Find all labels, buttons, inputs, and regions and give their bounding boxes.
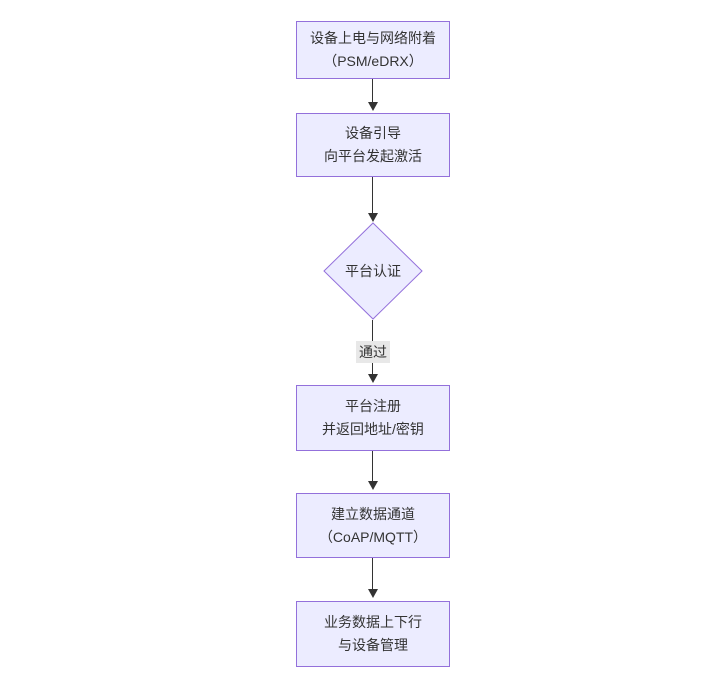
- decision-platform-auth: 平台认证: [323, 222, 423, 320]
- node-label-line: 平台认证: [345, 263, 401, 279]
- node-device-bootstrap: 设备引导 向平台发起激活: [296, 113, 450, 177]
- node-platform-register: 平台注册 并返回地址/密钥: [296, 385, 450, 451]
- arrowhead-icon: [368, 481, 378, 490]
- node-data-channel: 建立数据通道 （CoAP/MQTT）: [296, 493, 450, 558]
- node-label-line: 平台注册: [345, 398, 401, 414]
- node-label-line: 并返回地址/密钥: [322, 421, 424, 437]
- node-power-network-attach: 设备上电与网络附着 （PSM/eDRX）: [296, 21, 450, 79]
- edge-channel-to-business: [372, 558, 373, 590]
- edge-register-to-channel: [372, 451, 373, 482]
- arrowhead-icon: [368, 102, 378, 111]
- node-label-line: （PSM/eDRX）: [323, 53, 423, 69]
- diamond-shape-icon: [323, 222, 423, 320]
- edge-boot-to-auth: [372, 177, 373, 214]
- arrowhead-icon: [368, 374, 378, 383]
- node-label-line: 设备引导: [345, 125, 401, 141]
- node-label-line: 设备上电与网络附着: [310, 30, 436, 46]
- arrowhead-icon: [368, 213, 378, 222]
- arrowhead-icon: [368, 589, 378, 598]
- node-label-line: 向平台发起激活: [324, 148, 422, 164]
- edge-label-pass: 通过: [356, 341, 390, 363]
- node-label-line: 业务数据上下行: [324, 614, 422, 630]
- edge-power-to-boot: [372, 79, 373, 103]
- node-label-line: 建立数据通道: [331, 505, 415, 522]
- node-label-line: （CoAP/MQTT）: [318, 528, 428, 545]
- node-business-data: 业务数据上下行 与设备管理: [296, 601, 450, 667]
- node-label-line: 与设备管理: [338, 637, 408, 653]
